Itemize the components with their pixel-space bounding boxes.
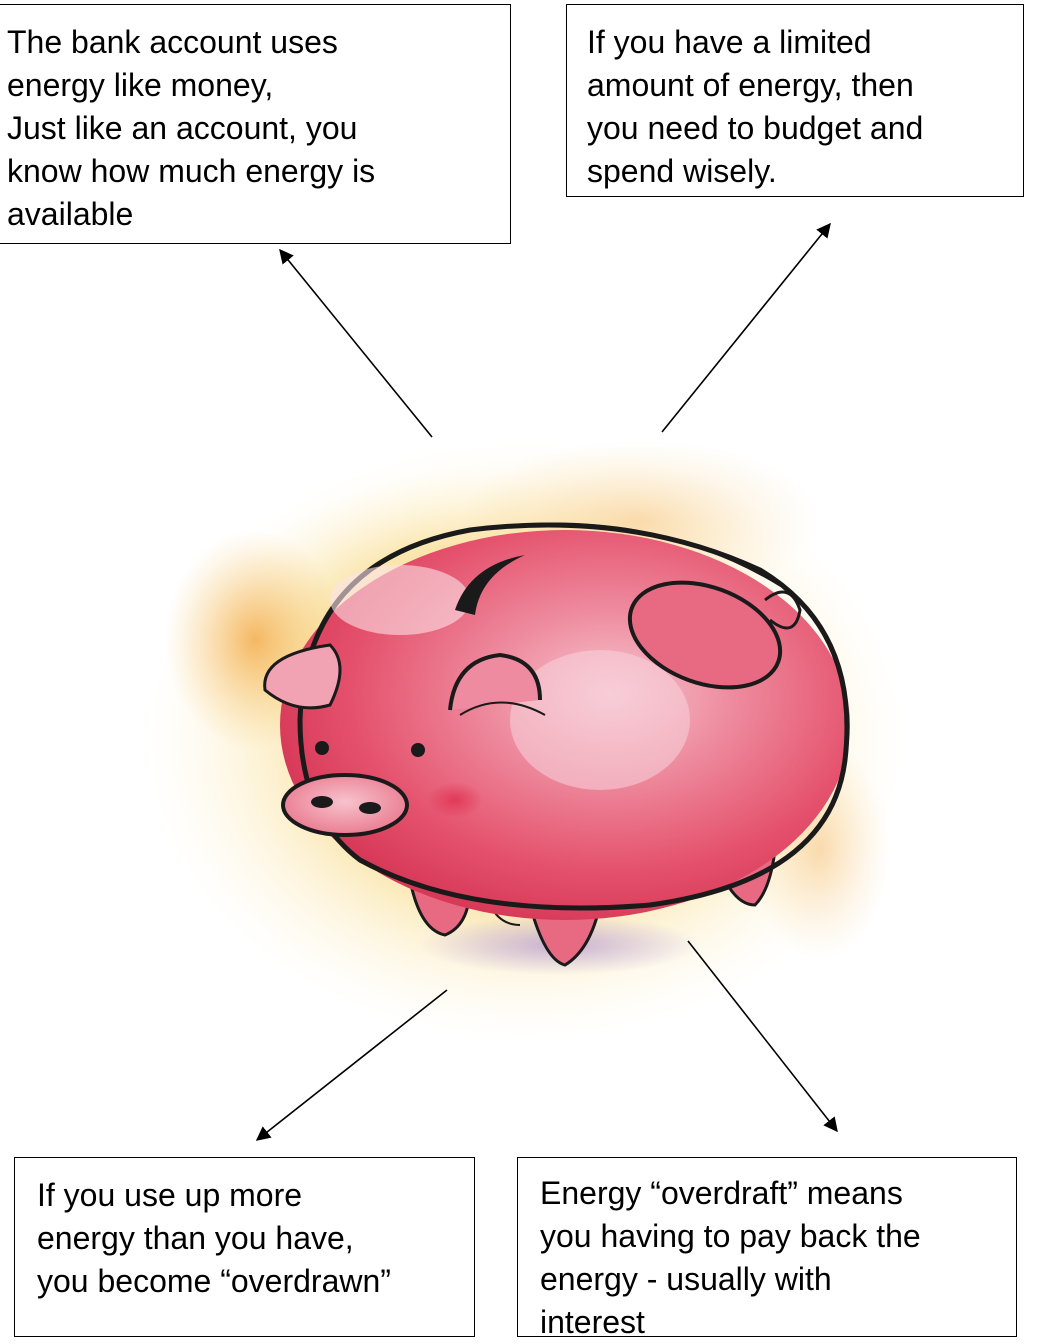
callout-text-line: The bank account uses (7, 21, 490, 64)
callout-text-line: know how much energy is (7, 150, 490, 193)
arrow-bottom-left (257, 990, 447, 1140)
callout-text-line: If you use up more (37, 1174, 454, 1217)
arrow-top-left (280, 250, 432, 437)
callout-text-line: you need to budget and (587, 107, 1003, 150)
callout-text-line: available (7, 193, 490, 236)
callout-text-line: energy than you have, (37, 1217, 454, 1260)
callout-text-line: energy - usually with (540, 1258, 996, 1301)
callout-overdrawn: If you use up more energy than you have,… (14, 1157, 475, 1337)
callout-overdraft: Energy “overdraft” means you having to p… (517, 1157, 1017, 1337)
callout-energy-account: The bank account uses energy like money,… (0, 4, 511, 244)
callout-text-line: you become “overdrawn” (37, 1260, 454, 1303)
callout-budget-wisely: If you have a limited amount of energy, … (566, 4, 1024, 197)
callout-text-line: Energy “overdraft” means (540, 1172, 996, 1215)
callout-text-line: If you have a limited (587, 21, 1003, 64)
callout-text-line: you having to pay back the (540, 1215, 996, 1258)
callout-text-line: Just like an account, you (7, 107, 490, 150)
callout-text-line: spend wisely. (587, 150, 1003, 193)
callout-text-line: energy like money, (7, 64, 490, 107)
arrow-top-right (662, 224, 830, 432)
callout-text-line: amount of energy, then (587, 64, 1003, 107)
callout-text-line: interest (540, 1301, 996, 1344)
